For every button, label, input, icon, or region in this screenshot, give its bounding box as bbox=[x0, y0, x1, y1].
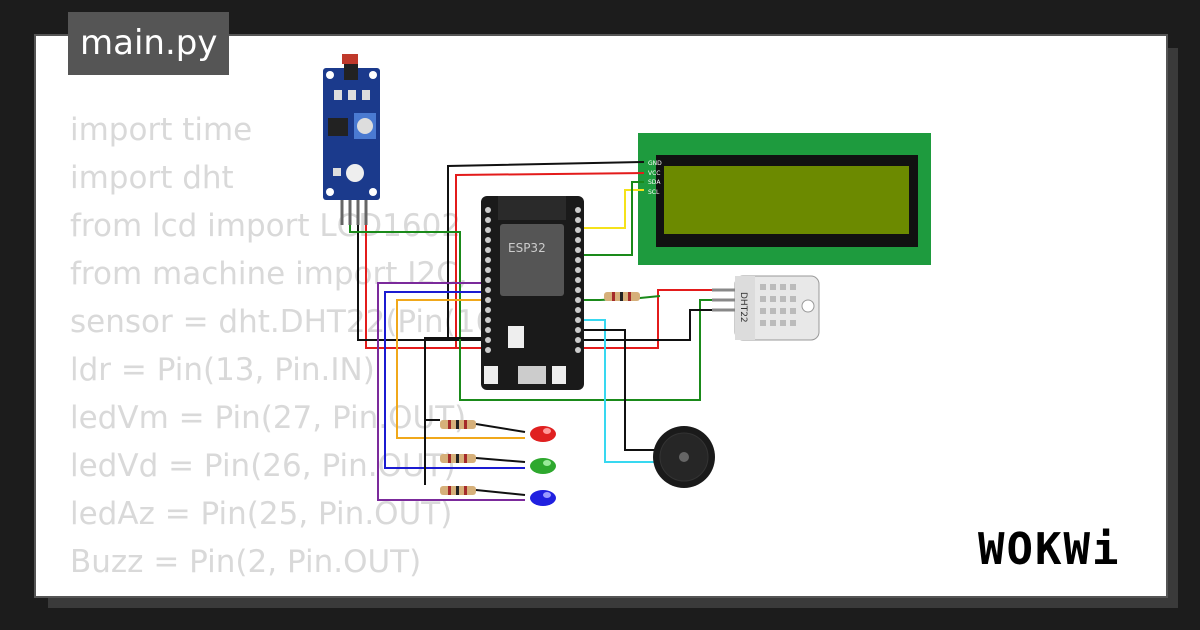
lcd-pin-sda: SDA bbox=[648, 179, 661, 186]
resistor-leads bbox=[475, 423, 526, 496]
simulation-canvas: import time import dht from lcd import L… bbox=[34, 34, 1168, 598]
resistor-blue-led[interactable] bbox=[440, 486, 476, 495]
resistor-dht[interactable] bbox=[604, 292, 640, 301]
code-line: import time bbox=[70, 112, 253, 148]
led-red[interactable] bbox=[530, 426, 556, 442]
code-line: import dht bbox=[70, 160, 234, 196]
resistor-green-led[interactable] bbox=[440, 454, 476, 463]
lcd-pin-scl: SCL bbox=[648, 189, 660, 196]
dht22-sensor[interactable]: DHT22 bbox=[712, 275, 820, 341]
ldr-sensor-module[interactable] bbox=[323, 54, 380, 225]
lcd-display[interactable]: GND VCC SDA SCL bbox=[638, 133, 931, 265]
code-line: i2c = I2C(0, scl=Pin(21), sda=Pin(22), f… bbox=[70, 586, 889, 596]
lcd-pin-vcc: VCC bbox=[648, 170, 660, 177]
code-line: sensor = dht.DHT22(Pin(16)) bbox=[70, 304, 520, 340]
resistor-red-led[interactable] bbox=[440, 420, 476, 429]
lcd-pin-gnd: GND bbox=[648, 160, 662, 167]
wires bbox=[349, 161, 735, 501]
code-preview: import time import dht from lcd import L… bbox=[70, 106, 889, 596]
esp32-label: ESP32 bbox=[508, 241, 546, 255]
code-line: ledAz = Pin(25, Pin.OUT) bbox=[70, 496, 453, 532]
file-tab[interactable]: main.py bbox=[68, 12, 230, 75]
wokwi-logo: WOKWi bbox=[978, 524, 1121, 575]
code-line: from lcd import LCD1602 bbox=[70, 208, 462, 244]
code-line: Buzz = Pin(2, Pin.OUT) bbox=[70, 544, 422, 580]
code-line: ldr = Pin(13, Pin.IN) bbox=[70, 352, 375, 388]
dht22-label: DHT22 bbox=[738, 292, 748, 323]
code-line: ledVm = Pin(27, Pin.OUT) bbox=[70, 400, 467, 436]
code-line: ledVd = Pin(26, Pin.OUT) bbox=[70, 448, 456, 484]
led-green[interactable] bbox=[530, 458, 556, 474]
buzzer[interactable] bbox=[653, 426, 715, 488]
esp32-board[interactable]: ESP32 bbox=[481, 196, 584, 390]
led-blue[interactable] bbox=[530, 490, 556, 506]
